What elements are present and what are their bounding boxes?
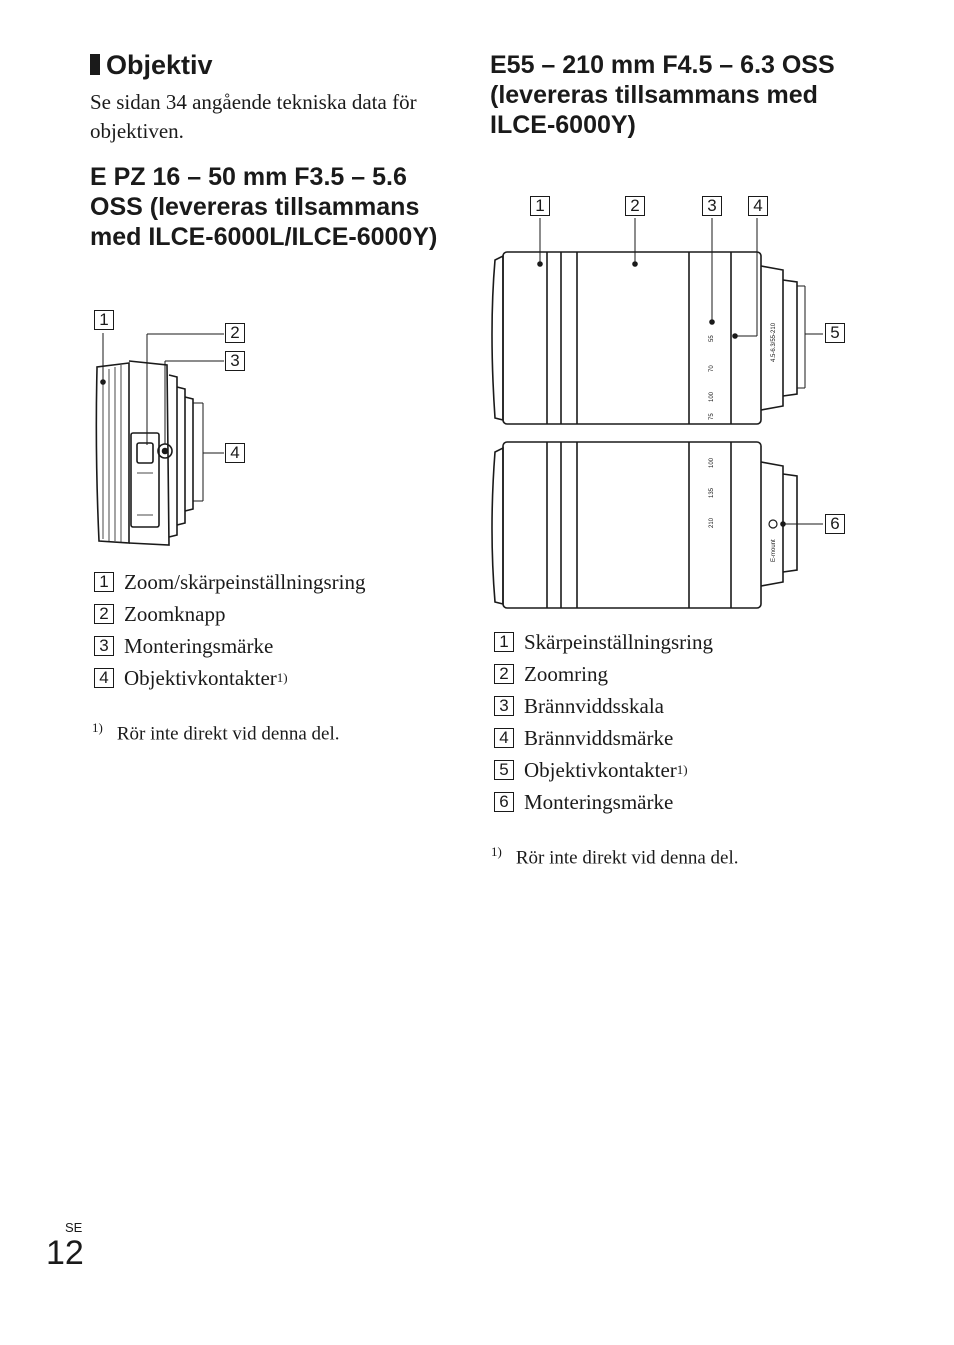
- callout-1: 1: [530, 196, 550, 216]
- callout-1: 1: [94, 310, 114, 330]
- page-language: SE: [65, 1220, 83, 1235]
- callout-3: 3: [702, 196, 722, 216]
- lens-title-left: E PZ 16 – 50 mm F3.5 – 5.6 OSS (leverera…: [90, 163, 438, 251]
- callout-2: 2: [625, 196, 645, 216]
- callout-3: 3: [225, 351, 245, 371]
- callout-2: 2: [225, 323, 245, 343]
- scale-label: 75: [709, 413, 715, 420]
- callout-4: 4: [225, 443, 245, 463]
- footnote-right: 1)Rör inte direkt vid denna del.: [491, 844, 739, 869]
- zoom-ring-shape: [95, 362, 130, 544]
- lens-diagram-16-50: [95, 333, 224, 546]
- section-heading: Objektiv: [90, 50, 213, 80]
- intro-text: Se sidan 34 angående tekniska data för o…: [90, 90, 417, 143]
- callout-6: 6: [825, 514, 845, 534]
- scale-label: 135: [709, 487, 715, 498]
- footnote-left: 1)Rör inte direkt vid denna del.: [92, 720, 340, 745]
- lens-diagram-55-210: 55 70 100 75 4.5-6.3/55-210 100 135 210 …: [491, 218, 823, 609]
- scale-label: 100: [709, 457, 715, 468]
- page-number: 12: [46, 1234, 84, 1272]
- scale-label: 210: [709, 517, 715, 528]
- model-text: 4.5-6.3/55-210: [771, 322, 777, 362]
- callout-5: 5: [825, 323, 845, 343]
- heading-bar-icon: [90, 54, 100, 75]
- scale-label: 70: [709, 365, 715, 372]
- callout-4: 4: [748, 196, 768, 216]
- scale-label: 55: [709, 335, 715, 342]
- lens-title-right: E55 – 210 mm F4.5 – 6.3 OSS (levereras t…: [490, 51, 835, 139]
- scale-label: 100: [709, 391, 715, 402]
- mount-text: E-mount: [771, 539, 777, 562]
